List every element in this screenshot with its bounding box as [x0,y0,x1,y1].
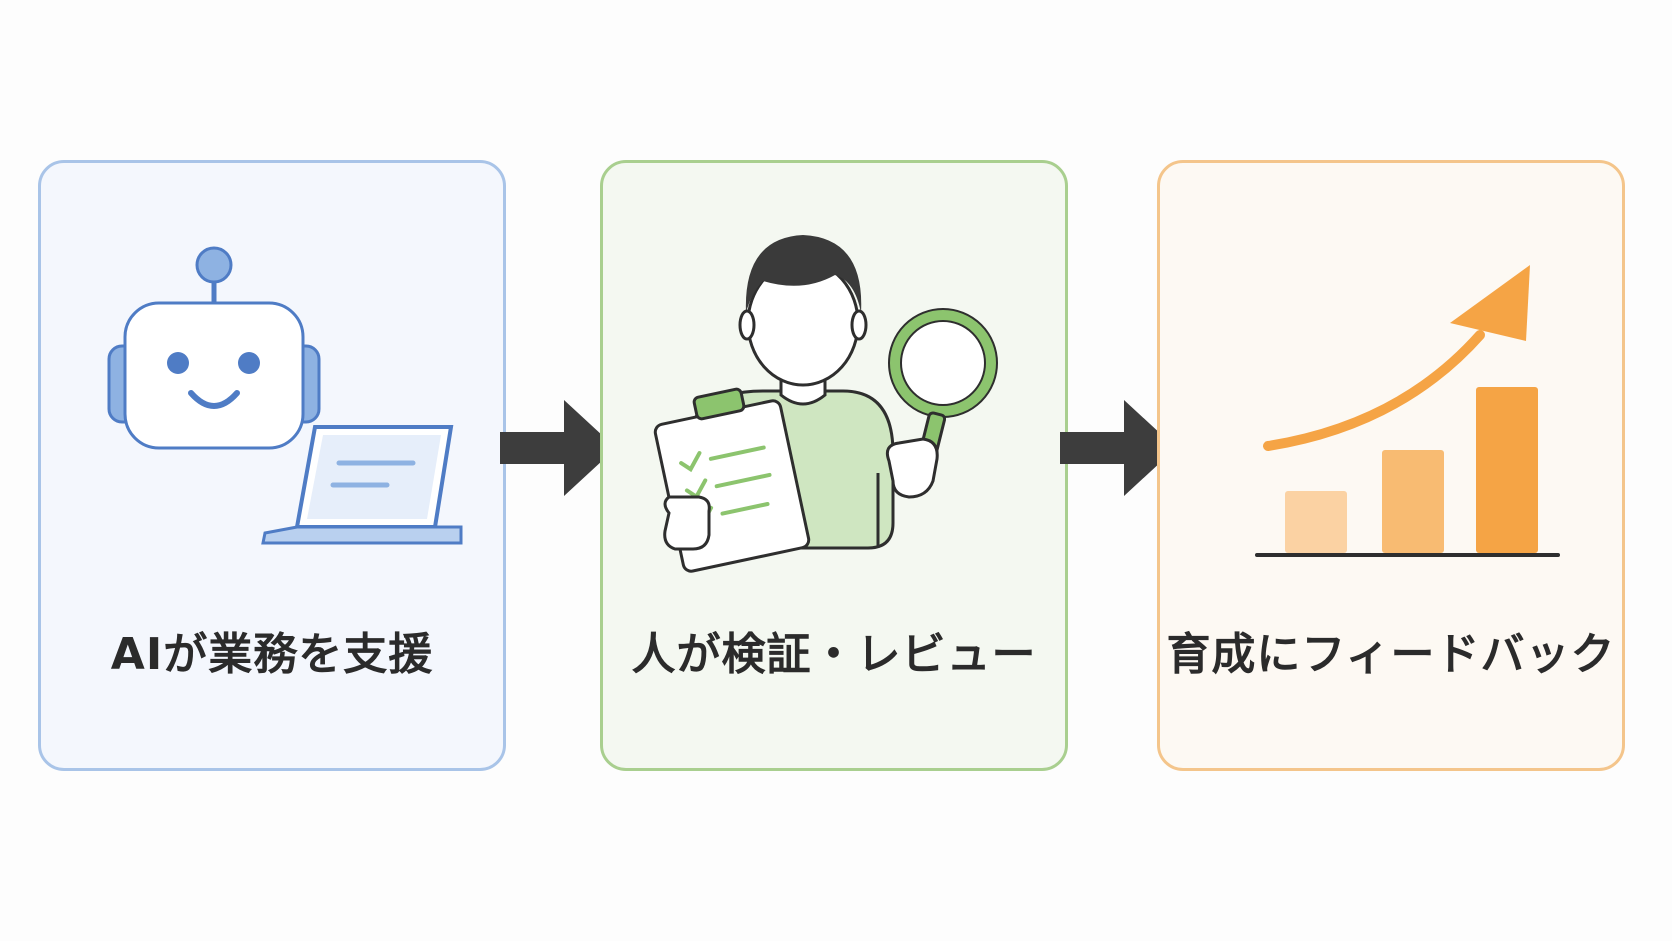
robot-laptop-illustration [107,246,463,545]
clipboard-checklist-icon [653,387,811,573]
step-ai-support-panel: AIが業務を支援 [38,160,506,771]
person-review-illustration [653,235,998,573]
arrow-right-icon [1060,400,1176,496]
step-feedback-panel: 育成にフィードバック [1157,160,1625,771]
step-label: 人が検証・レビュー [631,629,1037,680]
step-label: 育成にフィードバック [1166,629,1616,680]
trend-up-arrow-icon [1263,265,1530,451]
laptop-icon [261,425,463,545]
arrow-right-icon [500,400,616,496]
magnifier-icon [885,308,998,499]
step-label: AIが業務を支援 [110,629,434,680]
bar-chart-icon [1255,387,1560,557]
growth-chart-illustration [1255,265,1560,557]
step-human-review-panel: 人が検証・レビュー [600,160,1068,771]
robot-icon [107,246,321,450]
